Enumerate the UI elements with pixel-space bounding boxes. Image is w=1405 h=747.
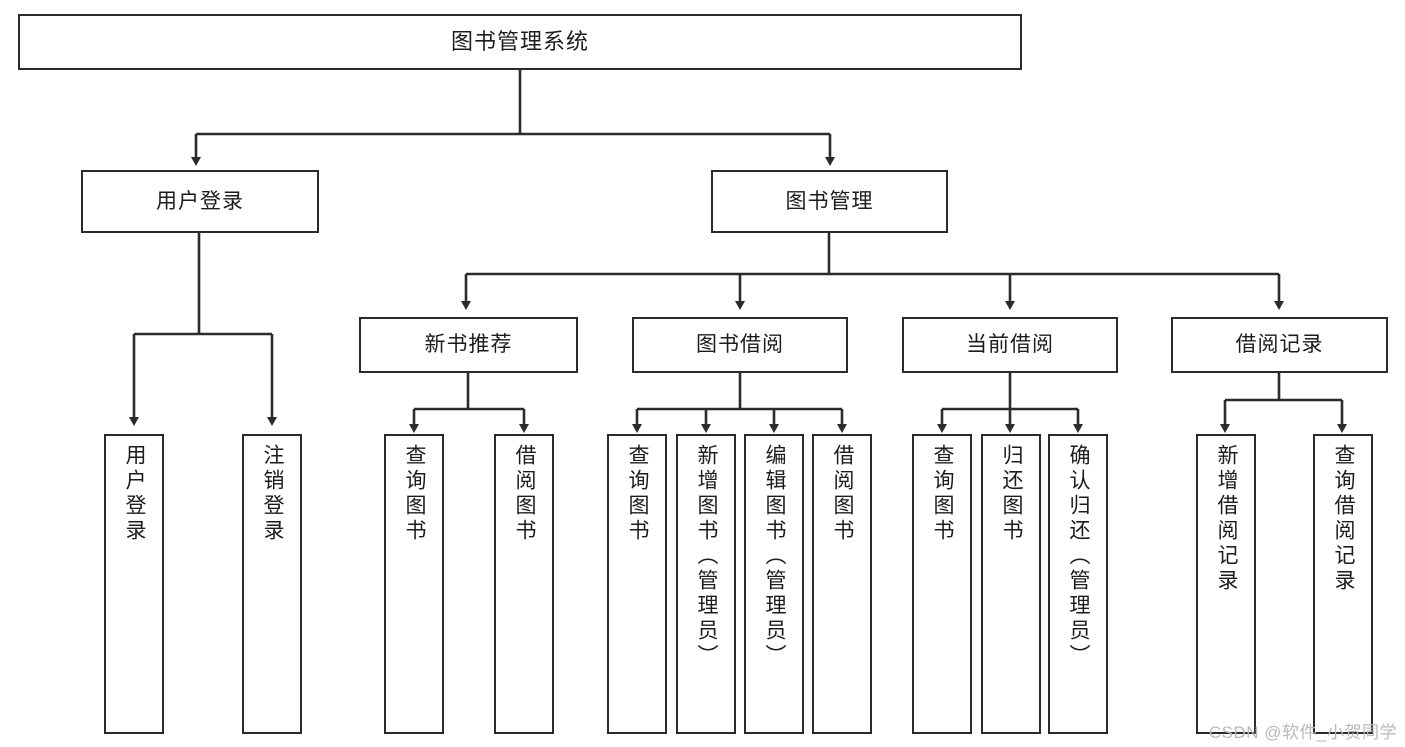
node-current-borrow[interactable]: 当前借阅: [902, 317, 1118, 373]
node-label: 用户登录: [156, 189, 244, 213]
leaf-borrow-book-recommend[interactable]: 借阅图书: [494, 434, 554, 734]
node-book-manage[interactable]: 图书管理: [711, 170, 948, 233]
node-label: 借阅记录: [1235, 333, 1324, 357]
leaf-add-borrow-record[interactable]: 新增借阅记录: [1196, 434, 1256, 734]
leaf-label: 查询图书: [931, 444, 955, 544]
csdn-watermark: CSDN @软件_小贺同学: [1208, 723, 1397, 742]
node-label: 图书借阅: [696, 333, 784, 357]
leaf-query-book-borrow[interactable]: 查询图书: [607, 434, 667, 734]
leaf-label: 归还图书: [1000, 444, 1024, 544]
leaf-user-login[interactable]: 用户登录: [104, 434, 164, 734]
leaf-borrow-book[interactable]: 借阅图书: [812, 434, 872, 734]
leaf-label: 借阅图书: [513, 444, 537, 544]
leaf-label: 编辑图书（管理员）: [763, 444, 787, 669]
leaf-label: 确认归还（管理员）: [1067, 444, 1091, 669]
leaf-label: 查询图书: [626, 444, 650, 544]
node-label: 当前借阅: [966, 333, 1054, 357]
node-label: 图书管理系统: [450, 28, 589, 54]
leaf-query-book-recommend[interactable]: 查询图书: [384, 434, 444, 734]
leaf-label: 借阅图书: [831, 444, 855, 544]
leaf-label: 查询图书: [403, 444, 427, 544]
leaf-label: 查询借阅记录: [1332, 444, 1356, 594]
node-borrow-record[interactable]: 借阅记录: [1171, 317, 1388, 373]
leaf-label: 新增借阅记录: [1215, 444, 1239, 594]
leaf-label: 注销登录: [261, 444, 285, 544]
leaf-add-book[interactable]: 新增图书（管理员）: [676, 434, 736, 734]
node-root-system[interactable]: 图书管理系统: [18, 14, 1022, 70]
leaf-confirm-return[interactable]: 确认归还（管理员）: [1048, 434, 1108, 734]
leaf-logout[interactable]: 注销登录: [242, 434, 302, 734]
node-label: 新书推荐: [424, 333, 513, 357]
leaf-label: 新增图书（管理员）: [695, 444, 719, 669]
node-user-login[interactable]: 用户登录: [81, 170, 319, 233]
leaf-return-book[interactable]: 归还图书: [981, 434, 1041, 734]
leaf-label: 用户登录: [123, 444, 147, 544]
leaf-query-borrow-record[interactable]: 查询借阅记录: [1313, 434, 1373, 734]
leaf-edit-book[interactable]: 编辑图书（管理员）: [744, 434, 804, 734]
node-new-book-recommend[interactable]: 新书推荐: [359, 317, 578, 373]
node-label: 图书管理: [785, 189, 874, 213]
node-book-borrow[interactable]: 图书借阅: [632, 317, 848, 373]
leaf-query-book-current[interactable]: 查询图书: [912, 434, 972, 734]
